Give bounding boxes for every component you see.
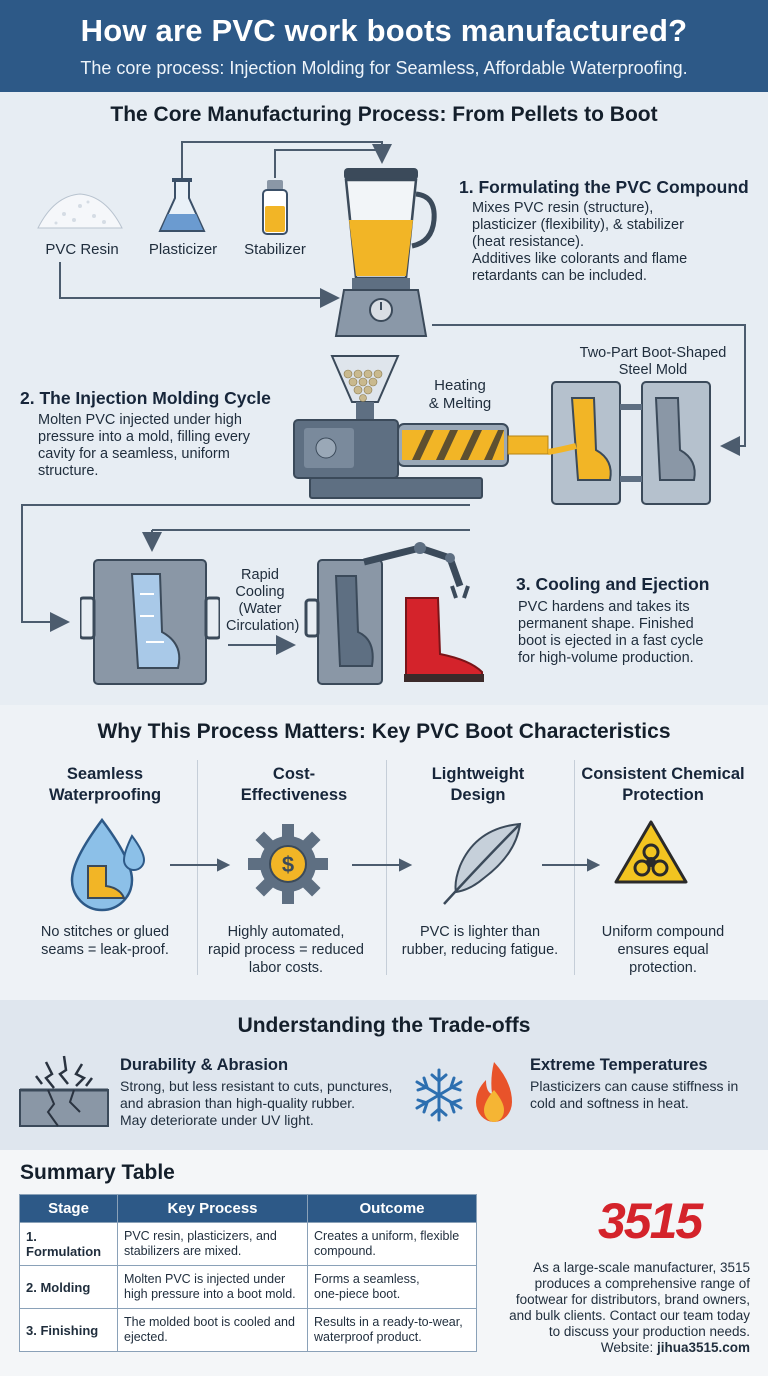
- summary-title: Summary Table: [20, 1161, 175, 1184]
- ingredient-label-plasticizer: Plasticizer: [148, 241, 218, 258]
- temperature-title: Extreme Temperatures: [530, 1056, 708, 1074]
- table-row: 1. Formulation PVC resin, plasticizers, …: [19, 1222, 477, 1266]
- summary-table: Stage Key Process Outcome 1. Formulation…: [19, 1194, 477, 1352]
- table-cell-stage: 2. Molding: [19, 1265, 118, 1309]
- flow-arrows-characteristics: [170, 858, 600, 872]
- ejection-mold-robot-arm: [304, 542, 484, 685]
- table-header-row: Stage Key Process Outcome: [19, 1194, 477, 1223]
- char-desc-cost: Highly automated,rapid process = reduced…: [208, 924, 364, 976]
- step1-title: 1. Formulating the PVC Compound: [459, 177, 749, 197]
- biohazard-icon: [614, 820, 688, 884]
- tradeoffs-section: [0, 1000, 768, 1150]
- two-part-steel-mold: [548, 381, 711, 505]
- ingredient-label-resin: PVC Resin: [45, 241, 119, 258]
- process-section-title: The Core Manufacturing Process: From Pel…: [110, 103, 658, 126]
- svg-text:$: $: [282, 852, 294, 877]
- divider: [386, 760, 387, 975]
- step1-desc: Mixes PVC resin (structure),plasticizer …: [472, 200, 688, 284]
- gear-dollar-icon: $: [248, 824, 328, 904]
- tradeoffs-title: Understanding the Trade-offs: [237, 1014, 531, 1037]
- page-subtitle: The core process: Injection Molding for …: [80, 58, 688, 78]
- table-cell-outcome: Forms a seamless,one-piece boot.: [307, 1265, 477, 1309]
- char-title-cost: Cost-Effectiveness: [240, 765, 348, 804]
- feather-icon: [443, 822, 522, 905]
- flame-icon: [476, 1062, 512, 1122]
- durability-desc: Strong, but less resistant to cuts, punc…: [120, 1078, 393, 1128]
- table-header: Stage: [19, 1194, 118, 1223]
- mixer-blender-icon: [334, 168, 437, 337]
- page-title: How are PVC work boots manufactured?: [80, 13, 688, 48]
- cooling-mold: [80, 559, 220, 685]
- pvc-resin-icon: [37, 193, 123, 229]
- table-cell-outcome: Results in a ready-to-wear,waterproof pr…: [307, 1308, 477, 1352]
- divider: [197, 760, 198, 975]
- divider: [574, 760, 575, 975]
- website-link[interactable]: jihua3515.com: [656, 1340, 750, 1355]
- table-cell-stage: 1. Formulation: [19, 1222, 118, 1266]
- heating-melting-label: Heating& Melting: [428, 377, 492, 412]
- plasticizer-flask-icon: [158, 178, 206, 232]
- table-cell-stage: 3. Finishing: [19, 1308, 118, 1352]
- durability-title: Durability & Abrasion: [120, 1056, 289, 1074]
- header-banner: How are PVC work boots manufactured? The…: [0, 0, 768, 92]
- step3-title: 3. Cooling and Ejection: [516, 574, 710, 594]
- table-header: Outcome: [307, 1194, 477, 1223]
- step2-title: 2. The Injection Molding Cycle: [20, 388, 271, 408]
- process-flow-arrows: [21, 141, 746, 655]
- brand-logo: 3515: [598, 1193, 703, 1249]
- ingredient-label-stabilizer: Stabilizer: [244, 241, 306, 258]
- water-drop-boot-icon: [70, 817, 146, 912]
- injection-molding-machine: [293, 355, 549, 499]
- website-label: Website:: [600, 1340, 657, 1355]
- characteristics-title: Why This Process Matters: Key PVC Boot C…: [97, 720, 671, 743]
- snowflake-icon: [415, 1068, 463, 1122]
- cracked-surface-icon: [19, 1055, 109, 1127]
- stabilizer-vial-icon: [262, 180, 288, 235]
- table-row: 3. Finishing The molded boot is cooled a…: [19, 1308, 477, 1352]
- table-header: Key Process: [117, 1194, 308, 1223]
